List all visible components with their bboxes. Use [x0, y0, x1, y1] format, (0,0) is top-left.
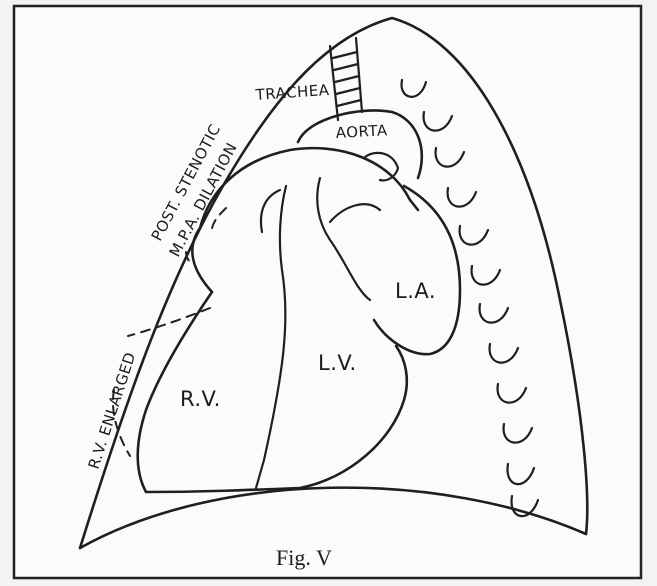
label-rv: R.V. — [180, 387, 221, 411]
label-la: L.A. — [395, 279, 436, 303]
label-lv: L.V. — [318, 351, 357, 375]
label-aorta: AORTA — [335, 121, 388, 142]
figure-caption: Fig. V — [276, 545, 332, 570]
